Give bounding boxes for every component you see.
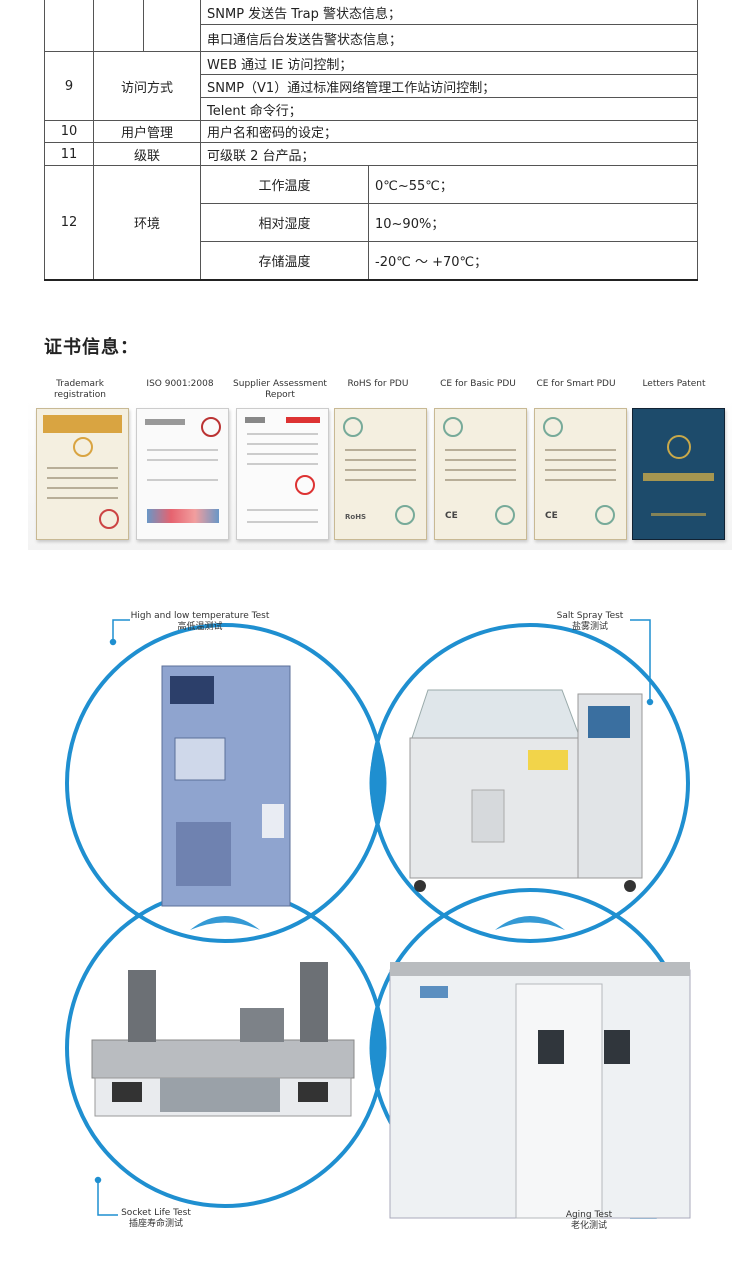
test-lab-diagram <box>65 619 691 1219</box>
cert-label-ce-smart: CE for Smart PDU <box>536 379 616 389</box>
cert-label-iso: ISO 9001:2008 <box>146 379 214 389</box>
table-row-12-item-2-name: 存储温度 <box>200 241 369 280</box>
table-cell-serial-alarm: 串口通信后台发送告警状态信息； <box>200 24 698 52</box>
label-aging-cn: 老化测试 <box>570 1221 607 1231</box>
label-high-low-temp-en: High and low temperature Test <box>130 611 270 621</box>
label-salt-spray-cn: 盐雾测试 <box>571 622 608 632</box>
table-row-10-num: 10 <box>44 120 94 143</box>
label-aging: Aging Test 老化测试 <box>556 1210 622 1232</box>
table-row-9-name: 访问方式 <box>93 51 201 121</box>
table-row-10-name: 用户管理 <box>93 120 201 143</box>
cert-label-ce-basic: CE for Basic PDU <box>440 379 516 389</box>
table-row-12-name: 环境 <box>93 165 201 280</box>
table-row-11-name: 级联 <box>93 142 201 166</box>
cert-label-rohs: RoHS for PDU <box>347 379 409 389</box>
table-cell-empty-sub <box>143 0 201 52</box>
label-socket-life: Socket Life Test 插座寿命测试 <box>116 1208 196 1230</box>
spec-table: SNMP 发送告 Trap 警状态信息； 串口通信后台发送告警状态信息； 9 访… <box>44 0 698 281</box>
cert-label-patent: Letters Patent <box>642 379 706 389</box>
table-row-12-item-0-value: 0℃~55℃； <box>368 165 698 204</box>
equipment-socket-life <box>91 962 355 1117</box>
cert-image-iso <box>136 408 229 540</box>
overlap-left <box>190 916 260 930</box>
label-high-low-temp: High and low temperature Test 高低温测试 <box>130 611 270 633</box>
equipment-aging-room <box>389 962 691 1219</box>
table-row-12-item-2-value: -20℃ ～ +70℃； <box>368 241 698 280</box>
table-row-12-item-1-value: 10~90%； <box>368 203 698 242</box>
label-salt-spray: Salt Spray Test 盐雾测试 <box>550 611 630 633</box>
label-aging-en: Aging Test <box>565 1210 613 1220</box>
table-row-9-web: WEB 通过 IE 访问控制； <box>200 51 698 75</box>
cert-image-patent <box>632 408 725 540</box>
table-row-12-item-1-name: 相对湿度 <box>200 203 369 242</box>
table-cell-snmp-trap: SNMP 发送告 Trap 警状态信息； <box>200 0 698 25</box>
cert-image-ce-smart: CE <box>534 408 627 540</box>
cert-image-supplier <box>236 408 329 540</box>
equipment-salt-spray <box>409 689 643 892</box>
cert-image-ce-basic: CE <box>434 408 527 540</box>
table-row-10-value: 用户名和密码的设定； <box>200 120 698 143</box>
table-row-12-item-0-name: 工作温度 <box>200 165 369 204</box>
overlap-lens-top <box>369 740 387 826</box>
label-socket-life-en: Socket Life Test <box>121 1208 191 1218</box>
table-row-11-num: 11 <box>44 142 94 166</box>
overlap-right <box>495 916 565 930</box>
table-bottom-rule <box>44 279 698 281</box>
label-high-low-temp-cn: 高低温测试 <box>177 622 223 632</box>
table-cell-empty-name <box>93 0 144 52</box>
label-socket-life-cn: 插座寿命测试 <box>128 1219 183 1229</box>
certificate-strip: RoHS CE CE <box>28 400 732 550</box>
table-row-9-snmp: SNMP（V1）通过标准网络管理工作站访问控制； <box>200 74 698 98</box>
table-row-9-telnet: Telent 命令行； <box>200 97 698 121</box>
cert-image-trademark <box>36 408 129 540</box>
certificates-title: 证书信息： <box>44 337 139 358</box>
table-cell-empty-num <box>44 0 94 52</box>
cert-image-rohs: RoHS <box>334 408 427 540</box>
table-row-9-num: 9 <box>44 51 94 121</box>
equipment-temp-chamber <box>161 665 291 907</box>
label-salt-spray-en: Salt Spray Test <box>556 611 624 621</box>
table-row-12-num: 12 <box>44 165 94 280</box>
overlap-lens-bottom <box>369 1005 387 1091</box>
table-row-11-value: 可级联 2 台产品； <box>200 142 698 166</box>
